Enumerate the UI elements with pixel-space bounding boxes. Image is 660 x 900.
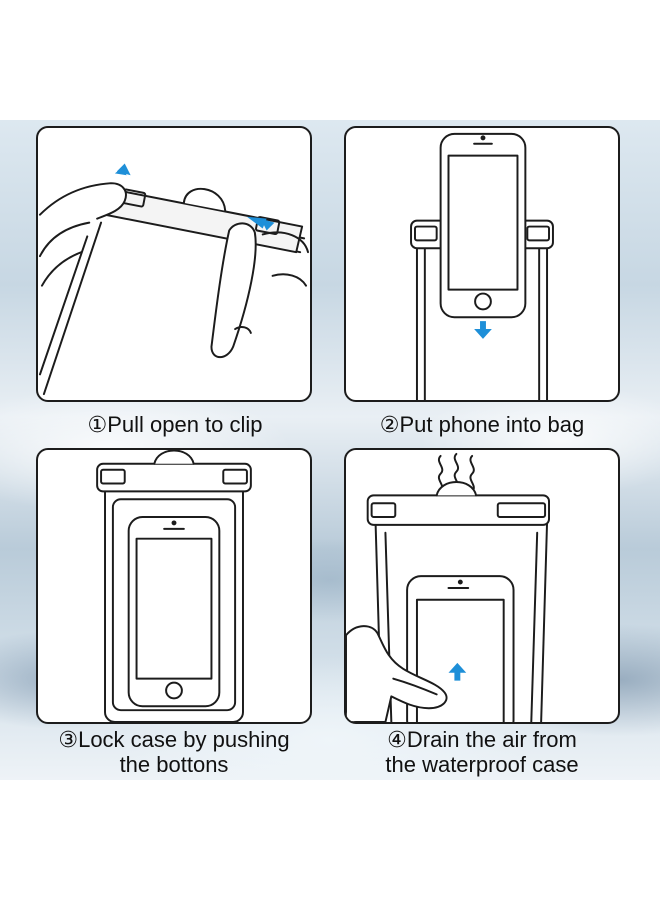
clip-slot-right bbox=[526, 225, 550, 242]
step-2-caption: ②Put phone into bag bbox=[379, 412, 585, 437]
left-thumb bbox=[38, 182, 127, 220]
right-finger-2 bbox=[271, 273, 308, 287]
lanyard-loop bbox=[153, 450, 195, 465]
home-button bbox=[165, 681, 183, 700]
right-thumb bbox=[210, 222, 257, 359]
step-3-caption: ③Lock case by pushing the bottons bbox=[58, 727, 290, 777]
step-4-caption: ④Drain the air from the waterproof case bbox=[385, 727, 579, 777]
bag-sides bbox=[415, 233, 549, 400]
hand bbox=[346, 625, 448, 722]
step-2-illustration bbox=[344, 126, 620, 402]
lanyard-loop bbox=[435, 481, 478, 497]
thumb-nail bbox=[234, 326, 252, 334]
step-1-illustration bbox=[36, 126, 312, 402]
phone-screen bbox=[415, 598, 505, 722]
clip-slot-right bbox=[222, 468, 248, 485]
clip-slot-right bbox=[496, 502, 547, 518]
lanyard-loop bbox=[182, 187, 227, 212]
home-button bbox=[474, 292, 492, 311]
left-finger-2 bbox=[40, 251, 83, 287]
step-1-caption: ①Pull open to clip bbox=[87, 412, 263, 437]
clip-slot-left bbox=[100, 468, 126, 485]
clip-slot-left bbox=[370, 502, 397, 518]
phone-screen bbox=[135, 537, 213, 680]
arrow-up-icon bbox=[448, 662, 467, 681]
clip-slot-left bbox=[414, 225, 438, 242]
phone-screen bbox=[447, 154, 519, 291]
arrow-down-icon bbox=[474, 321, 492, 339]
phone bbox=[127, 516, 221, 708]
bag-edge-left bbox=[42, 221, 103, 396]
step-4-illustration bbox=[344, 448, 620, 724]
bag-edge-left-inner bbox=[38, 235, 89, 376]
right-finger bbox=[261, 231, 310, 254]
clip-bar bbox=[96, 462, 252, 493]
left-finger bbox=[38, 221, 91, 258]
step-3-illustration bbox=[36, 448, 312, 724]
